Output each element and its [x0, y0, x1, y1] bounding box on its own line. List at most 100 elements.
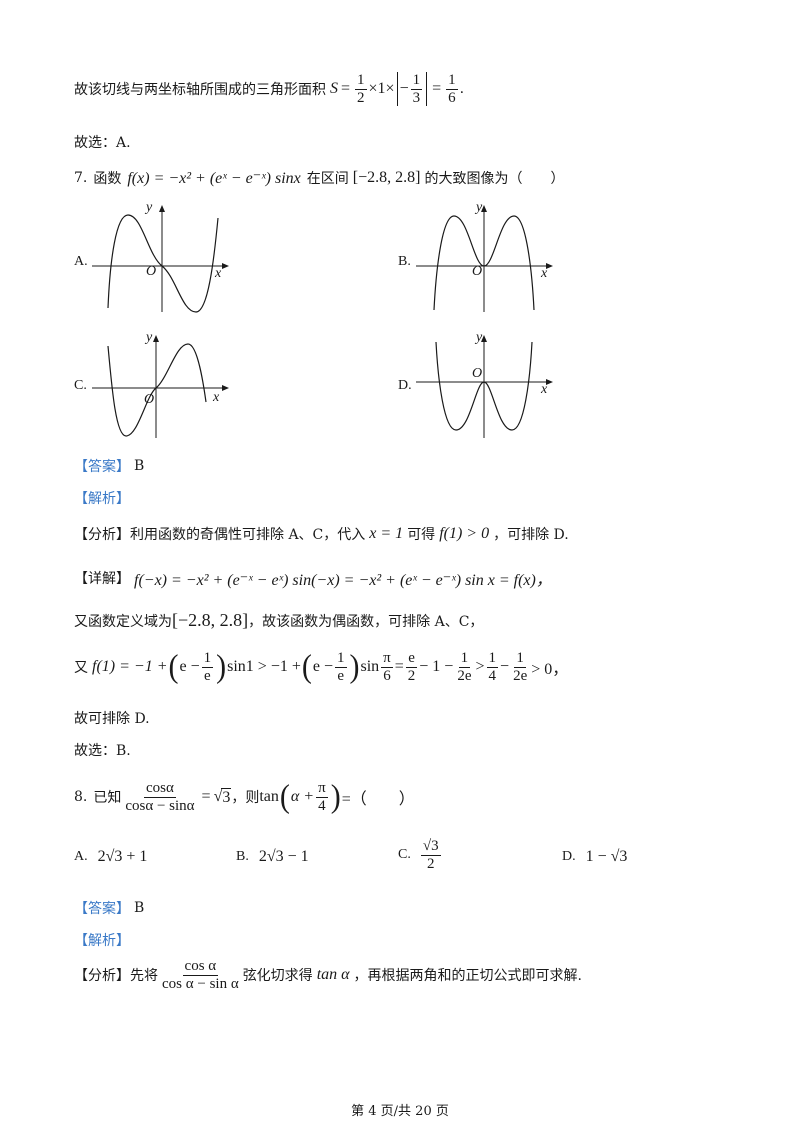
domain-text-2: ，故该函数为偶函数，可排除 A、C， [248, 613, 484, 630]
q8-answer-tag: 【答案】 [74, 901, 130, 917]
q7-analysis-tag: 【解析】 [74, 491, 130, 507]
equals-sign: = [341, 80, 351, 97]
q7-number: 7. [74, 170, 88, 186]
q7-function: f(x) = −x² + (eˣ − e⁻ˣ) sinx [127, 170, 301, 187]
times-text: ×1× [368, 80, 395, 97]
graph-d-origin-label: O [472, 366, 483, 381]
answer-tag: 【答案】 [74, 459, 130, 475]
f1-part-b: sin1 > −1 + [227, 658, 301, 675]
graph-d-x-label: x [541, 382, 548, 397]
f1-e-minus-2: e − [312, 658, 333, 675]
q8-option-c-label: C. [398, 847, 411, 862]
q8-answer-value: B [134, 900, 145, 916]
q8-eq: = [201, 788, 211, 805]
fenxi-x1: x = 1 [369, 525, 404, 542]
q7-option-a-label[interactable]: A. [74, 254, 88, 269]
q7-option-d-label[interactable]: D. [398, 378, 412, 393]
prev-choose: 故选：A. [74, 135, 131, 151]
q7-domain: 又函数定义域为 [−2.8, 2.8] ，故该函数为偶函数，可排除 A、C， [74, 610, 483, 631]
q8-option-b-text: 2√3 − 1 [258, 848, 309, 865]
q8-fenxi-text-1: 先将 [130, 968, 158, 984]
q8-option-a-label: A. [74, 849, 88, 864]
page-footer: 第 4 页/共 20 页 [351, 1104, 449, 1119]
q8-analysis-tag: 【解析】 [74, 933, 130, 949]
q8-option-d[interactable]: D. 1 − √3 [562, 848, 627, 866]
graph-d-y-label: y [476, 330, 483, 345]
f1-prefix: 又 [74, 660, 88, 676]
period: . [459, 81, 465, 97]
q8-fenxi-text-2: 弦化切求得 [242, 968, 313, 984]
fenxi-text-2: 可得 [407, 527, 436, 543]
graph-c-origin-label: O [144, 392, 155, 407]
equals-sign-2: = [432, 80, 442, 97]
q8-alpha-plus: α + [290, 788, 315, 805]
q7-prefix: 函数 [93, 171, 122, 187]
q7-graph-d[interactable] [416, 330, 556, 445]
answer-value: B [134, 458, 145, 474]
q7-graph-c[interactable] [92, 330, 232, 445]
f1-minus-1: − 1 − [419, 658, 454, 675]
fenxi-text-3: ，可排除 D. [493, 527, 569, 543]
q8-answer: 【答案】 B [74, 898, 144, 918]
q7-choose: 故选：B. [74, 743, 131, 759]
xiangjie-tag: 【详解】 [74, 571, 130, 587]
q7-answer: 【答案】 B [74, 456, 144, 476]
q8-tan: tan [259, 788, 279, 805]
graph-b-x-label: x [541, 266, 548, 281]
q8-rhs: 3 [221, 787, 232, 806]
q7-prompt: 7. 函数 f(x) = −x² + (eˣ − e⁻ˣ) sinx 在区间 [… [74, 168, 564, 188]
q8-number: 8. [74, 789, 88, 805]
q8-option-a[interactable]: A. 2√3 + 1 [74, 848, 147, 866]
q8-eq2: =（ ） [341, 791, 415, 808]
graph-a-x-label: x [215, 266, 222, 281]
q7-option-c-label[interactable]: C. [74, 378, 87, 393]
xiangjie-formula: f(−x) = −x² + (e⁻ˣ − eˣ) sin(−x) = −x² +… [134, 572, 552, 589]
graph-a-origin-label: O [146, 264, 157, 279]
q8-fenxi-text-3: ，再根据两角和的正切公式即可求解. [353, 968, 582, 984]
graph-a-y-label: y [146, 200, 153, 215]
q7-graph-a[interactable] [92, 200, 232, 315]
f1-eq: = [394, 658, 404, 675]
q7-suffix: 的大致图像为（ ） [424, 171, 565, 187]
q7-xiangjie: 【详解】 f(−x) = −x² + (e⁻ˣ − eˣ) sin(−x) = … [74, 566, 552, 590]
fenxi-text-1: 利用函数的奇偶性可排除 A、C，代入 [130, 527, 366, 543]
q8-fenxi-tan: tan α [316, 966, 350, 983]
q8-option-a-text: 2√3 + 1 [97, 848, 148, 865]
q7-option-b-label[interactable]: B. [398, 254, 411, 269]
q7-range-prefix: 在区间 [306, 171, 349, 187]
fenxi-f1: f(1) > 0 [439, 525, 490, 542]
domain-range: [−2.8, 2.8] [172, 610, 249, 630]
area-text: 故该切线与两坐标轴所围成的三角形面积 [74, 82, 326, 98]
domain-text-1: 又函数定义域为 [74, 613, 172, 630]
f1-gt0: > 0， [531, 661, 569, 678]
q8-option-b[interactable]: B. 2√3 − 1 [236, 848, 309, 866]
q8-prefix: 已知 [93, 790, 122, 806]
fenxi-tag: 【分析】 [74, 527, 130, 543]
q7-fenxi: 【分析】 利用函数的奇偶性可排除 A、C，代入 x = 1 可得 f(1) > … [74, 524, 569, 544]
q8-option-d-text: 1 − √3 [585, 848, 628, 865]
q8-fenxi-tag: 【分析】 [74, 968, 130, 984]
q8-mid: ，则 [231, 790, 260, 806]
f1-part-a: f(1) = −1 + [92, 658, 168, 675]
q7-exclude-d: 故可排除 D. [74, 711, 150, 727]
f1-gt: > [475, 658, 485, 675]
graph-b-origin-label: O [472, 264, 483, 279]
area-S: S [330, 80, 338, 97]
q7-graph-b[interactable] [416, 200, 556, 315]
